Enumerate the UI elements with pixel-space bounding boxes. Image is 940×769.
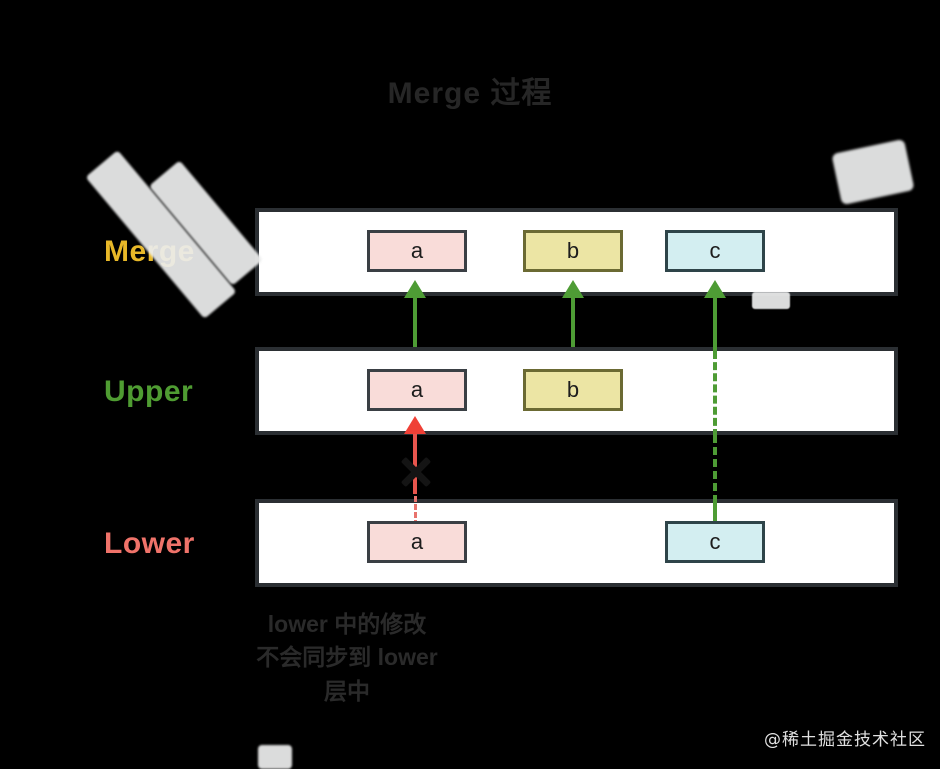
connector-a-upper-to-merge [413,296,417,347]
watermark-label: @稀土掘金技术社区 [764,730,926,750]
connector-a-lower-to-upper [413,432,417,494]
item-merge-a[interactable]: a [367,230,467,272]
artifact-smudge-top-right [831,138,915,206]
arrowhead-b-upper-to-merge [562,280,584,298]
page-title: Merge 过程 [387,77,553,110]
connector-a-lower-dashed [414,496,417,526]
row-label-upper: Upper [104,375,194,408]
item-merge-b[interactable]: b [523,230,623,272]
connector-c-upper-to-merge [713,296,717,351]
connector-c-dashed-upper-segment [713,351,717,437]
item-upper-a[interactable]: a [367,369,467,411]
connector-b-upper-to-merge [571,296,575,347]
item-lower-a[interactable]: a [367,521,467,563]
item-upper-b[interactable]: b [523,369,623,411]
layer-lower [255,499,898,587]
row-label-lower: Lower [104,527,195,560]
row-label-merge: Merge [104,235,195,268]
item-merge-c[interactable]: c [665,230,765,272]
arrowhead-c-to-merge [704,280,726,298]
arrowhead-a-upper-to-merge [404,280,426,298]
item-lower-c[interactable]: c [665,521,765,563]
arrowhead-a-lower-to-upper [404,416,426,434]
connector-c-dashed-segment [713,435,717,503]
connector-c-lower-segment [713,499,717,521]
blocked-x-icon [396,452,436,492]
artifact-smudge-bottom-left [258,745,292,769]
